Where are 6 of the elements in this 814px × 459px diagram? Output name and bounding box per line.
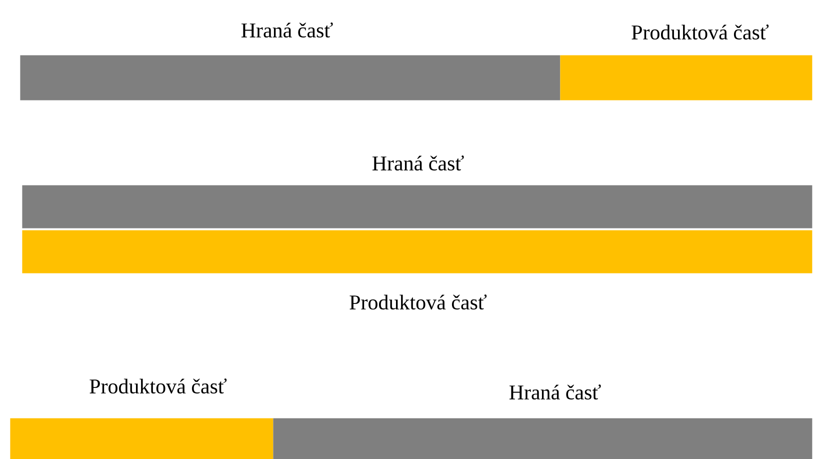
bar-label: Hraná časť (372, 155, 464, 171)
bar-label: Produktová časť (632, 24, 769, 40)
bar-label: Produktová časť (90, 378, 227, 394)
bar-label: Produktová časť (350, 294, 487, 310)
bar-label: Hraná časť (509, 384, 601, 400)
bar-label: Hraná časť (241, 22, 333, 38)
